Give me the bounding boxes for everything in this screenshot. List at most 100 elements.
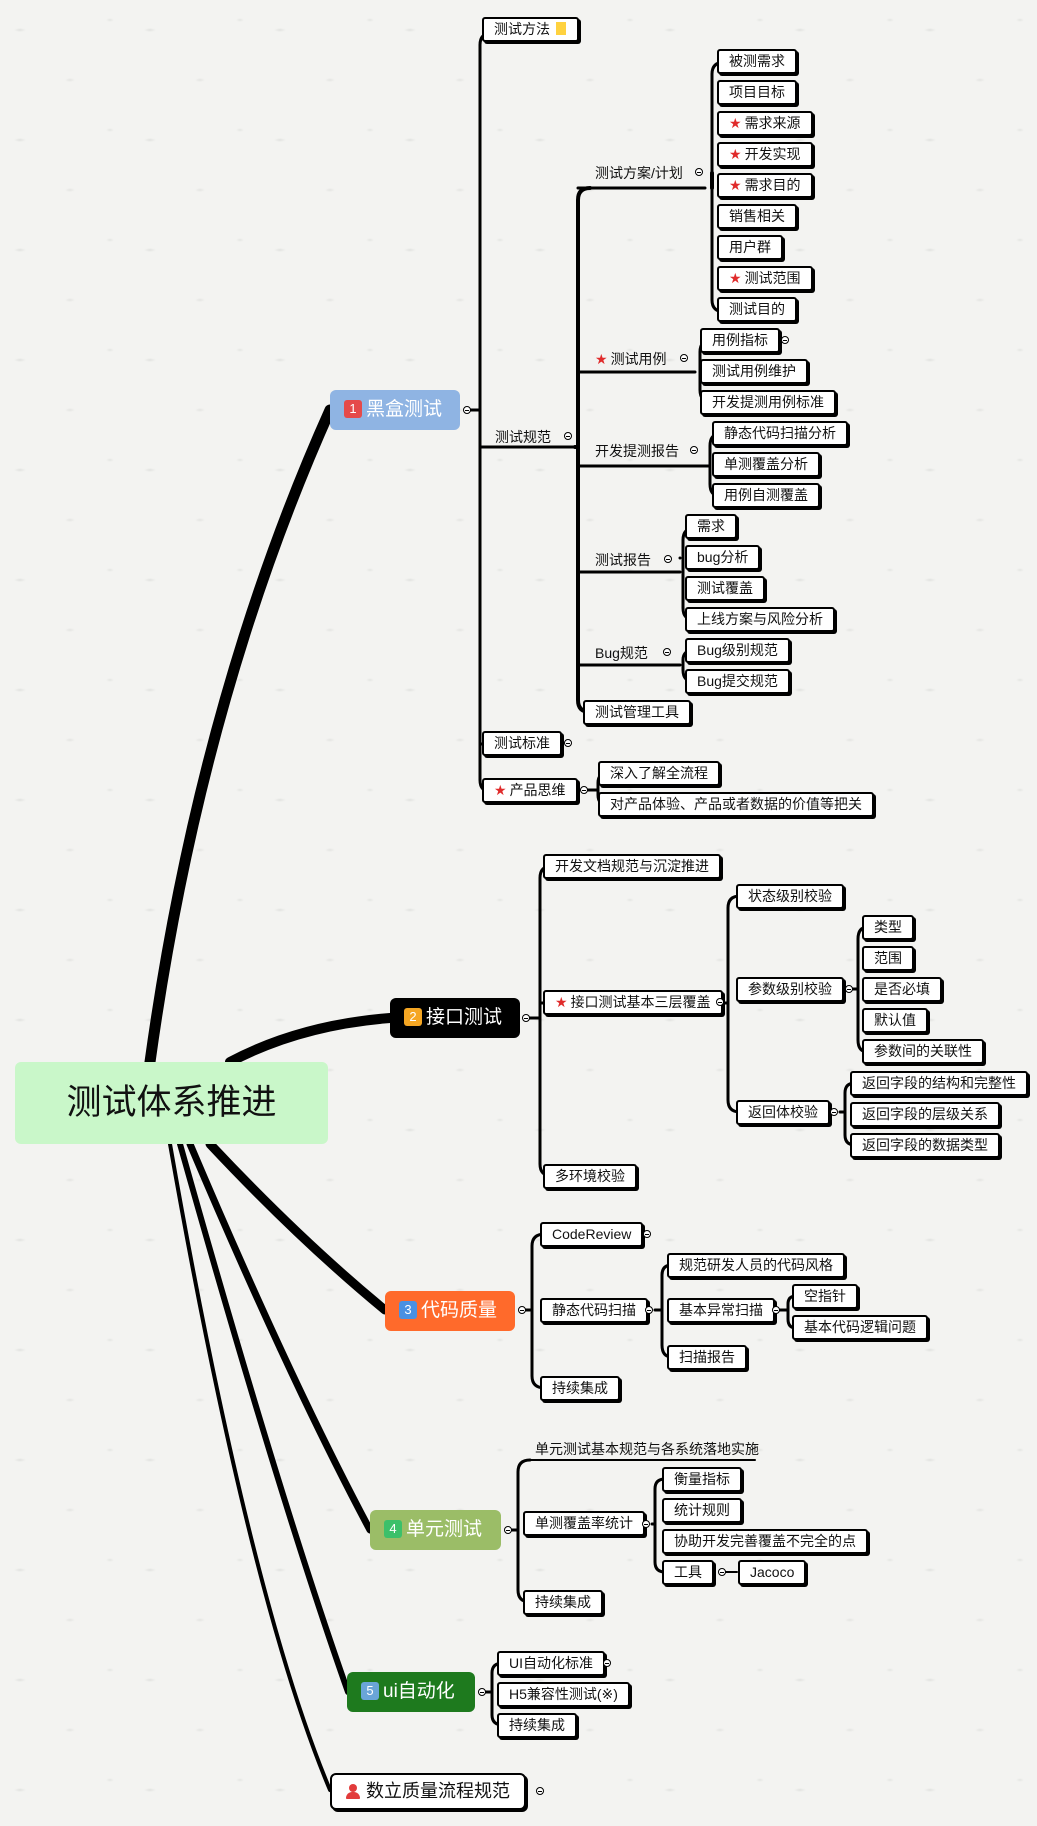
plan-item[interactable]: 用户群	[717, 235, 783, 260]
collapse-toggle[interactable]	[664, 555, 672, 563]
plan-item[interactable]: 销售相关	[717, 204, 797, 229]
node-label: 基本代码逻辑问题	[804, 1319, 916, 1335]
collapse-toggle[interactable]	[690, 446, 698, 454]
collapse-toggle[interactable]	[518, 1306, 526, 1314]
param-item[interactable]: 默认值	[862, 1008, 928, 1033]
node-jacoco[interactable]: Jacoco	[738, 1560, 806, 1585]
collapse-toggle[interactable]	[695, 168, 703, 176]
node-basic-scan[interactable]: 基本异常扫描	[667, 1298, 775, 1323]
collapse-toggle[interactable]	[522, 1014, 530, 1022]
collapse-toggle[interactable]	[645, 1306, 653, 1314]
collapse-toggle[interactable]	[642, 1520, 650, 1528]
test-report-item[interactable]: 上线方案与风险分析	[685, 607, 835, 632]
expand-toggle[interactable]	[643, 1230, 651, 1238]
basic-scan-item[interactable]: 基本代码逻辑问题	[792, 1315, 928, 1340]
node-test-standard[interactable]: 测试标准	[482, 731, 562, 756]
plan-item[interactable]: 测试目的	[717, 297, 797, 322]
node-unit-tool[interactable]: 工具	[662, 1560, 714, 1585]
node-code-style[interactable]: 规范研发人员的代码风格	[667, 1253, 845, 1278]
node-multi-env[interactable]: 多环境校验	[543, 1164, 637, 1189]
node-test-report[interactable]: 测试报告	[595, 552, 651, 568]
coverage-item[interactable]: 衡量指标	[662, 1467, 742, 1492]
node-test-plan[interactable]: 测试方案/计划	[595, 165, 683, 181]
plan-item[interactable]: ★需求目的	[717, 173, 813, 198]
node-static-scan[interactable]: 静态代码扫描	[540, 1298, 648, 1323]
collapse-toggle[interactable]	[564, 432, 572, 440]
expand-toggle[interactable]	[564, 739, 572, 747]
dev-report-item[interactable]: 静态代码扫描分析	[712, 421, 848, 446]
collapse-toggle[interactable]	[718, 1568, 726, 1576]
collapse-toggle[interactable]	[716, 998, 724, 1006]
plan-item[interactable]: ★开发实现	[717, 142, 813, 167]
case-item[interactable]: 用例指标	[700, 328, 780, 353]
response-item[interactable]: 返回字段的层级关系	[850, 1102, 1000, 1127]
collapse-toggle[interactable]	[663, 648, 671, 656]
case-item[interactable]: 测试用例维护	[700, 359, 808, 384]
expand-toggle[interactable]	[536, 1787, 544, 1795]
root-topic[interactable]: 测试体系推进	[15, 1062, 328, 1144]
collapse-toggle[interactable]	[580, 786, 588, 794]
collapse-toggle[interactable]	[463, 406, 471, 414]
product-item[interactable]: 对产品体验、产品或者数据的价值等把关	[598, 792, 874, 817]
case-item[interactable]: 开发提测用例标准	[700, 390, 836, 415]
node-code-ci[interactable]: 持续集成	[540, 1376, 620, 1401]
coverage-item[interactable]: 统计规则	[662, 1498, 742, 1523]
node-test-spec[interactable]: 测试规范	[495, 429, 551, 445]
node-code-review[interactable]: CodeReview	[540, 1222, 644, 1247]
branch-label: 接口测试	[426, 1007, 503, 1028]
node-api-cover[interactable]: ★接口测试基本三层覆盖	[543, 990, 723, 1015]
test-report-item[interactable]: 需求	[685, 514, 737, 539]
ui-item[interactable]: 持续集成	[497, 1713, 577, 1738]
param-item[interactable]: 范围	[862, 946, 914, 971]
param-item[interactable]: 参数间的关联性	[862, 1039, 984, 1064]
response-item[interactable]: 返回字段的数据类型	[850, 1133, 1000, 1158]
test-report-item[interactable]: 测试覆盖	[685, 576, 765, 601]
node-unit-coverage[interactable]: 单测覆盖率统计	[523, 1511, 645, 1536]
node-api-doc[interactable]: 开发文档规范与沉淀推进	[543, 854, 721, 879]
basic-scan-item[interactable]: 空指针	[792, 1284, 858, 1309]
node-param-check[interactable]: 参数级别校验	[736, 977, 844, 1002]
collapse-toggle[interactable]	[772, 1306, 780, 1314]
node-unit-ci[interactable]: 持续集成	[523, 1590, 603, 1615]
dev-report-item[interactable]: 用例自测覆盖	[712, 483, 820, 508]
node-label: 上线方案与风险分析	[697, 611, 823, 627]
plan-item[interactable]: ★测试范围	[717, 266, 813, 291]
node-unit-spec[interactable]: 单元测试基本规范与各系统落地实施	[535, 1441, 759, 1457]
param-item[interactable]: 是否必填	[862, 977, 942, 1002]
response-item[interactable]: 返回字段的结构和完整性	[850, 1071, 1028, 1096]
expand-toggle[interactable]	[781, 336, 789, 344]
coverage-item[interactable]: 协助开发完善覆盖不完全的点	[662, 1529, 868, 1554]
ui-item[interactable]: H5兼容性测试(※)	[497, 1682, 630, 1707]
node-dev-report[interactable]: 开发提测报告	[595, 443, 679, 459]
node-test-method[interactable]: 测试方法	[482, 17, 579, 42]
collapse-toggle[interactable]	[680, 354, 688, 362]
node-product-thinking[interactable]: ★产品思维	[482, 778, 578, 803]
plan-item[interactable]: 项目目标	[717, 80, 797, 105]
node-response-check[interactable]: 返回体校验	[736, 1100, 830, 1125]
collapse-toggle[interactable]	[478, 1688, 486, 1696]
collapse-toggle[interactable]	[845, 985, 853, 993]
test-report-item[interactable]: bug分析	[685, 545, 761, 570]
node-scan-report[interactable]: 扫描报告	[667, 1345, 747, 1370]
bug-item[interactable]: Bug提交规范	[685, 669, 790, 694]
node-bug-spec[interactable]: Bug规范	[595, 645, 648, 661]
collapse-toggle[interactable]	[504, 1526, 512, 1534]
dev-report-item[interactable]: 单测覆盖分析	[712, 452, 820, 477]
plan-item[interactable]: ★需求来源	[717, 111, 813, 136]
collapse-toggle[interactable]	[830, 1108, 838, 1116]
param-item[interactable]: 类型	[862, 915, 914, 940]
expand-toggle[interactable]	[603, 1659, 611, 1667]
node-test-cases[interactable]: ★测试用例	[595, 349, 667, 369]
product-item[interactable]: 深入了解全流程	[598, 761, 720, 786]
bug-item[interactable]: Bug级别规范	[685, 638, 790, 663]
node-test-tools[interactable]: 测试管理工具	[583, 700, 691, 725]
branch-quality-process[interactable]: 数立质量流程规范	[330, 1773, 526, 1810]
ui-item[interactable]: UI自动化标准	[497, 1651, 605, 1676]
plan-item[interactable]: 被测需求	[717, 49, 797, 74]
node-status-check[interactable]: 状态级别校验	[736, 884, 844, 909]
